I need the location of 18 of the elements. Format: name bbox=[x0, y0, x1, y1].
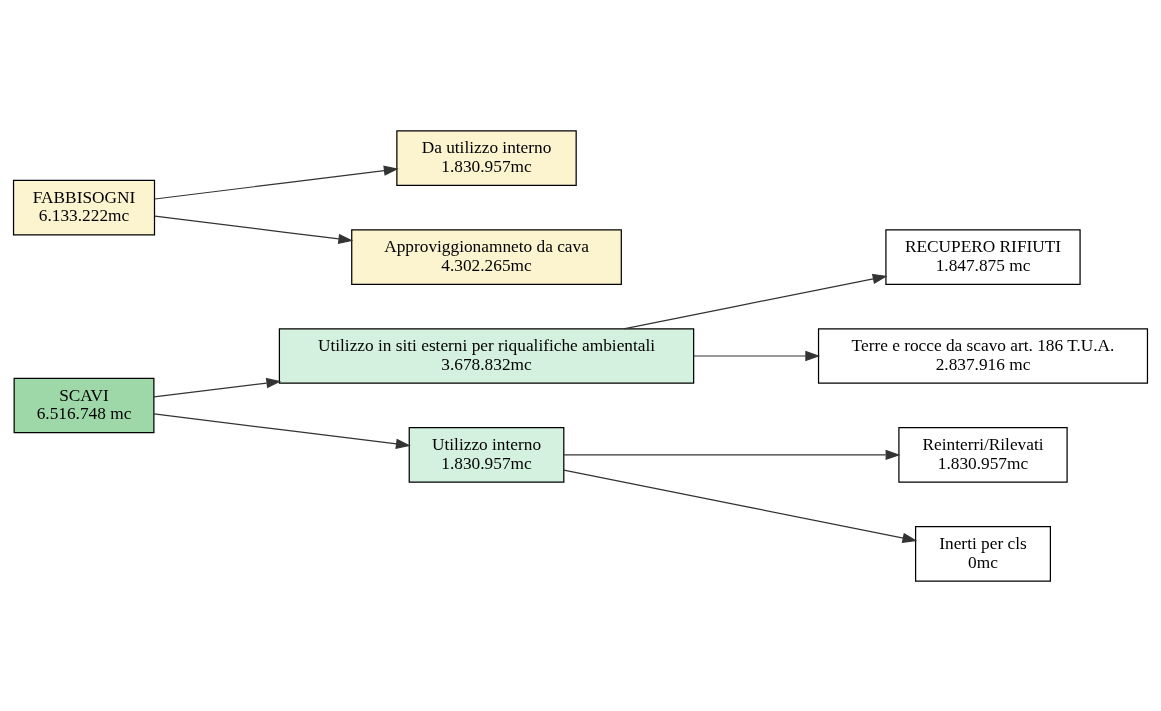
node-box: FABBISOGNI 6.133.222mc bbox=[12, 179, 156, 235]
arrow bbox=[693, 350, 821, 361]
arrow bbox=[154, 165, 399, 200]
arrow bbox=[563, 469, 918, 543]
node-box: Inerti per cls 0mc bbox=[915, 525, 1051, 582]
arrow bbox=[563, 449, 901, 460]
node-box: Terre e rocce da scavo art. 186 T.U.A. 2.837.916 mc bbox=[817, 327, 1149, 384]
arrow bbox=[153, 412, 411, 449]
arrow bbox=[153, 377, 282, 398]
node-box: Utilizzo interno 1.830.957mc bbox=[408, 426, 565, 483]
node-box: Reinterri/Rilevati 1.830.957mc bbox=[898, 426, 1068, 483]
node-box: Approviggionamneto da cava 4.302.265mc bbox=[351, 228, 622, 285]
node-box: Da utilizzo interno 1.830.957mc bbox=[396, 129, 577, 186]
arrow bbox=[623, 273, 888, 329]
node-box: RECUPERO RIFIUTI 1.847.875 mc bbox=[885, 228, 1081, 285]
node-box: SCAVI 6.516.748 mc bbox=[13, 377, 155, 433]
node-box: Utilizzo in siti esterni per riqualifiche ambientali 3.678.832mc bbox=[278, 327, 695, 384]
arrow bbox=[154, 215, 354, 244]
